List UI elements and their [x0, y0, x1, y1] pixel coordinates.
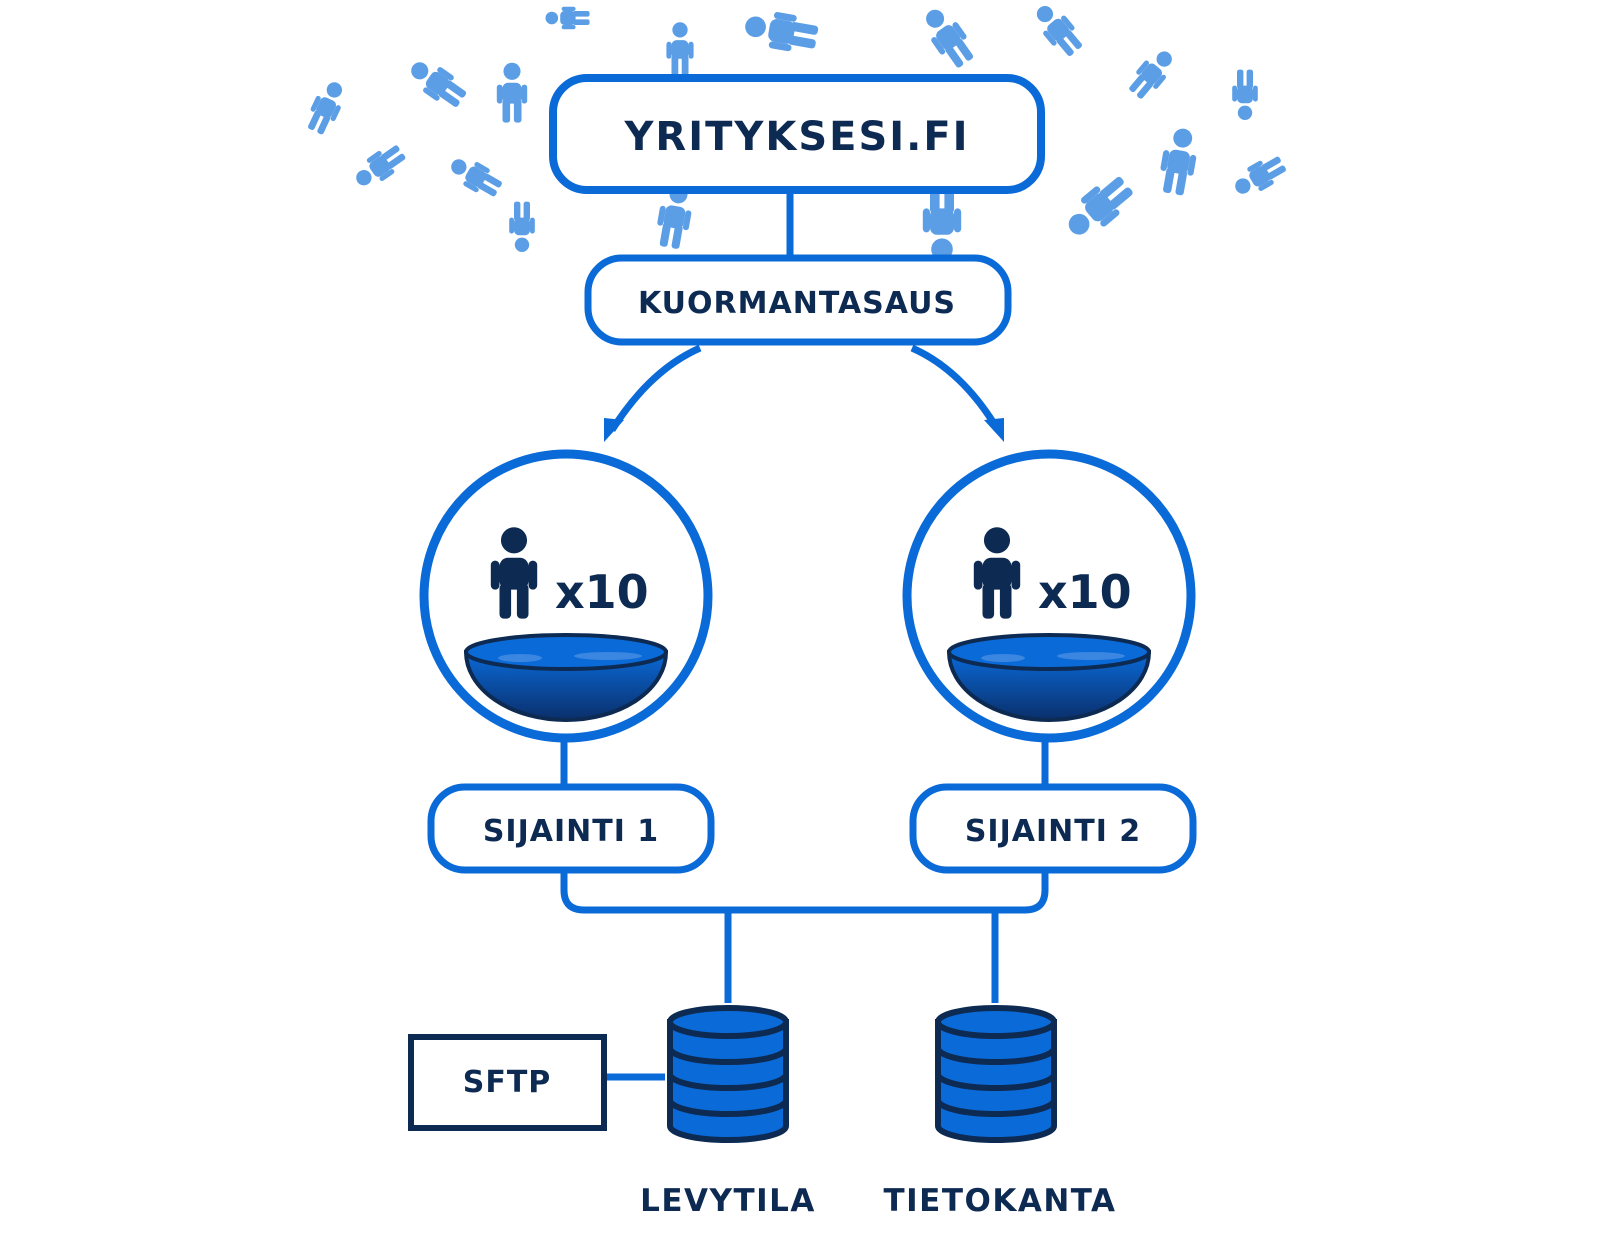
server-2-count: x10 [1038, 565, 1132, 619]
person-icon [545, 6, 590, 30]
curved-arrow-icon [604, 344, 702, 442]
connectors [560, 190, 1049, 1081]
person-icon [742, 6, 820, 56]
person-icon [1059, 170, 1139, 245]
person-icon [922, 184, 962, 260]
location-1-box: SIJAINTI 1 [427, 783, 715, 874]
database-cylinder-icon [667, 1005, 789, 1143]
location-2-box: SIJAINTI 2 [909, 783, 1197, 874]
site-box: YRITYKSESI.FI [549, 74, 1045, 194]
database-storage: TIETOKANTA [883, 1005, 1116, 1219]
server-1-count: x10 [555, 565, 649, 619]
person-icon [1028, 0, 1088, 61]
person-icon [1156, 125, 1201, 197]
sftp-box: SFTP [408, 1034, 607, 1131]
person-icon [509, 201, 535, 252]
server-node-1: x10 [419, 449, 713, 743]
person-icon [1232, 69, 1258, 120]
person-icon [349, 140, 410, 194]
person-icon [916, 2, 980, 73]
site-label: YRITYKSESI.FI [623, 114, 969, 160]
location-1-label: SIJAINTI 1 [483, 814, 659, 849]
person-icon [302, 77, 350, 138]
load-balancer-box: KUORMANTASAUS [584, 254, 1012, 346]
person-icon [496, 62, 528, 123]
person-icon [1124, 44, 1180, 103]
sftp-label: SFTP [463, 1065, 552, 1100]
database-label: TIETOKANTA [883, 1183, 1116, 1219]
disk-storage: LEVYTILA [640, 1005, 816, 1219]
curved-arrow-icon [910, 344, 1004, 442]
person-icon [1229, 151, 1290, 202]
bowl-icon [463, 633, 669, 722]
location-2-label: SIJAINTI 2 [965, 814, 1141, 849]
person-icon [445, 151, 506, 202]
disk-label: LEVYTILA [640, 1183, 816, 1219]
database-cylinder-icon [935, 1005, 1057, 1143]
person-icon [404, 53, 471, 113]
load-balancer-label: KUORMANTASAUS [638, 286, 956, 321]
server-node-2: x10 [902, 449, 1196, 743]
person-icon [666, 22, 694, 76]
bowl-icon [946, 633, 1152, 722]
